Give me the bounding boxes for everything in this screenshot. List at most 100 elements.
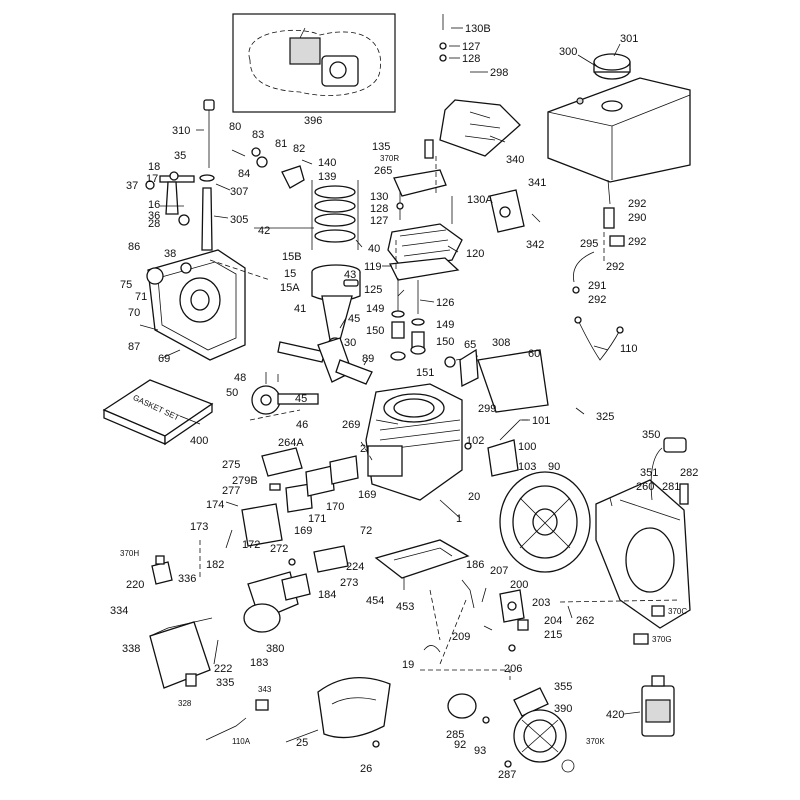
label-93: 93 [474,745,486,757]
blower-housing [595,479,691,629]
label-140: 140 [318,157,336,169]
label-224: 224 [346,561,364,573]
label-182: 182 [206,559,224,571]
label-279B: 279B [232,475,258,487]
label-35: 35 [174,150,186,162]
governor-linkage [231,147,313,189]
inset-wiring-harness [232,13,396,113]
label-90: 90 [548,461,560,473]
label-75: 75 [120,279,132,291]
label-38: 38 [164,248,176,260]
label-305: 305 [230,214,248,226]
flywheel [499,471,591,573]
crankcase-cover [139,249,246,361]
label-169a: 169 [294,525,312,537]
label-420: 420 [606,709,624,721]
label-262: 262 [576,615,594,627]
base-plate [374,539,470,590]
label-149a: 149 [366,303,384,315]
governor-arm [145,171,195,226]
throttle-linkage [423,579,529,653]
label-265: 265 [374,165,392,177]
label-299: 299 [478,403,496,415]
air-baffle [444,348,549,413]
part-labels: 130B 127 128 298 300 301 396 310 80 83 8… [110,23,698,781]
fuel-line [572,179,625,294]
label-84: 84 [238,168,250,180]
label-184: 184 [318,589,336,601]
label-292d: 292 [588,294,606,306]
label-328: 328 [178,699,192,708]
cylinder-block [365,383,463,501]
label-291: 291 [588,280,606,292]
label-169b: 169 [358,489,376,501]
label-20: 20 [468,491,480,503]
label-125: 125 [364,284,382,296]
label-135: 135 [372,141,390,153]
label-100: 100 [518,441,536,453]
label-380: 380 [266,643,284,655]
label-120: 120 [466,248,484,260]
label-300: 300 [559,46,577,58]
label-89: 89 [362,353,374,365]
label-48: 48 [234,372,246,384]
label-126: 126 [436,297,454,309]
piston-rings [311,180,359,250]
label-290: 290 [628,212,646,224]
label-370C: 370C [668,607,687,616]
label-338: 338 [122,643,140,655]
label-130: 130 [370,191,388,203]
label-172: 172 [242,539,260,551]
label-25: 25 [296,737,308,749]
label-281: 281 [662,481,680,493]
decal-parts [155,555,665,645]
label-370H: 370H [120,549,139,558]
label-50: 50 [226,387,238,399]
label-287: 287 [498,769,516,781]
label-83: 83 [252,129,264,141]
label-285: 285 [446,729,464,741]
label-101: 101 [532,415,550,427]
label-264A: 264A [278,437,304,449]
fuel-tank [547,53,691,183]
label-171: 171 [308,513,326,525]
label-209: 209 [452,631,470,643]
label-453: 453 [396,601,414,613]
cylinder-head [387,192,463,281]
air-cleaner [149,561,213,689]
label-119: 119 [364,261,382,273]
leader-lines [161,27,641,743]
label-15: 15 [284,268,296,280]
label-341: 341 [528,177,546,189]
label-206: 206 [504,663,522,675]
label-275: 275 [222,459,240,471]
dipstick-and-tube [199,99,215,251]
heat-shield [225,503,283,549]
label-454: 454 [366,595,384,607]
label-390: 390 [554,703,572,715]
label-277: 277 [222,485,240,497]
label-370R: 370R [380,154,399,163]
label-45b: 45 [295,393,307,405]
label-80: 80 [229,121,241,133]
intake-gaskets [225,447,359,513]
label-400: 400 [190,435,208,447]
label-1: 1 [456,513,462,525]
label-183: 183 [250,657,268,669]
label-19: 19 [402,659,414,671]
label-139: 139 [318,171,336,183]
label-186: 186 [466,559,484,571]
rotating-screen [317,677,391,748]
label-351: 351 [640,467,658,479]
label-128: 128 [462,53,480,65]
valves-and-springs [390,278,426,361]
label-151: 151 [416,367,434,379]
label-308: 308 [492,337,510,349]
label-30: 30 [344,337,356,349]
label-200: 200 [510,579,528,591]
rewind-starter [447,687,575,773]
gasket-set-box: GASKET SET [102,379,214,446]
label-150a: 150 [366,325,384,337]
label-41: 41 [294,303,306,315]
label-110: 110 [620,343,638,355]
